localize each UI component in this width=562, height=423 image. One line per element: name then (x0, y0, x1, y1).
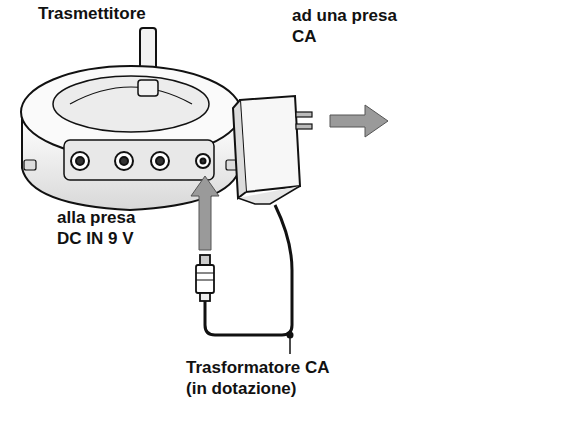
jack-label: alla presa DC IN 9 V (57, 207, 157, 249)
insert-arrow (191, 176, 219, 250)
outlet-arrow (330, 105, 388, 137)
ac-adapter (233, 96, 312, 204)
leader-line (289, 335, 291, 354)
dc-plug (196, 255, 214, 301)
cable (205, 205, 292, 335)
outlet-label: ad una presa CA (292, 5, 407, 47)
device-label: Trasmettitore (38, 3, 198, 24)
part-label: Trasformatore CA (in dotazione) (186, 357, 346, 399)
